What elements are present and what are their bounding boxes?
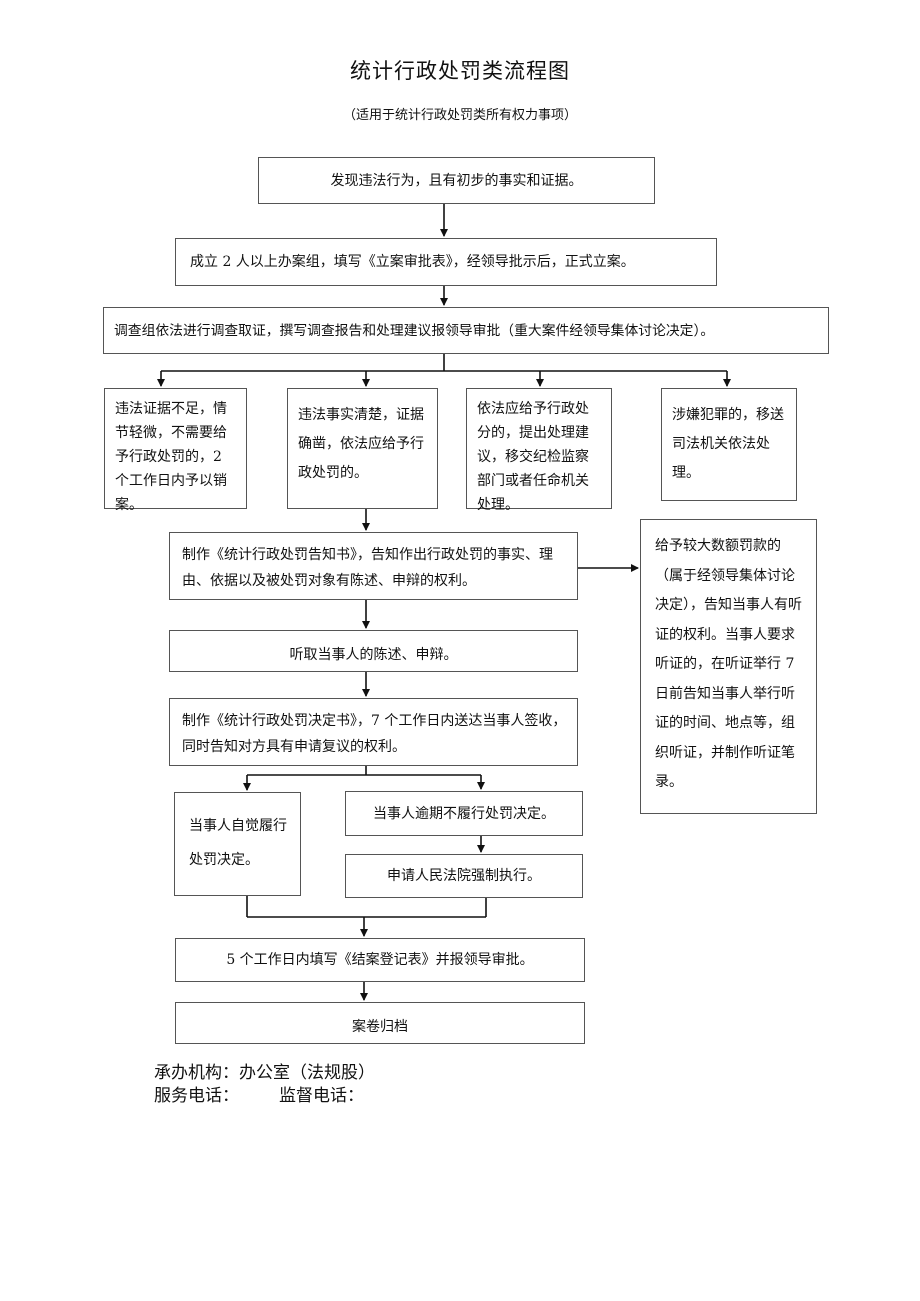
- branch-discipline: 依法应给予行政处分的，提出处理建议，移交纪检监察部门或者任命机关处理。: [466, 388, 612, 513]
- step-close-text: 5 个工作日内填写《结案登记表》并报领导审批。: [226, 952, 534, 968]
- supervise-phone-label: 监督电话：: [279, 1086, 364, 1106]
- step-archive: 案卷归档: [175, 1002, 585, 1044]
- step-enforce: 申请人民法院强制执行。: [345, 854, 583, 898]
- service-phone-label: 服务电话：: [154, 1086, 239, 1106]
- step-hearing-side-text: 给予较大数额罚款的（属于经领导集体讨论决定），告知当事人有听证的权利。当事人要求…: [655, 538, 802, 790]
- step-listen: 听取当事人的陈述、申辩。: [169, 630, 578, 672]
- step-file-case: 成立 2 人以上办案组，填写《立案审批表》，经领导批示后，正式立案。: [175, 238, 717, 286]
- agency-label: 承办机构：: [154, 1063, 239, 1083]
- page-title: 统计行政处罚类流程图: [350, 59, 570, 83]
- step-investigate-text: 调查组依法进行调查取证，撰写调查报告和处理建议报领导审批（重大案件经领导集体讨论…: [114, 322, 715, 339]
- step-file-case-text: 成立 2 人以上办案组，填写《立案审批表》，经领导批示后，正式立案。: [190, 254, 635, 270]
- step-investigate: 调查组依法进行调查取证，撰写调查报告和处理建议报领导审批（重大案件经领导集体讨论…: [103, 307, 829, 354]
- branch-discipline-text: 依法应给予行政处分的，提出处理建议，移交纪检监察部门或者任命机关处理。: [477, 401, 589, 513]
- branch-clear: 违法事实清楚，证据确凿，依法应给予行政处罚的。: [287, 388, 438, 509]
- step-overdue-text: 当事人逾期不履行处罚决定。: [373, 805, 555, 822]
- step-decision-text: 制作《统计行政处罚决定书》，7 个工作日内送达当事人签收，同时告知对方具有申请复…: [182, 713, 567, 755]
- step-discover: 发现违法行为，且有初步的事实和证据。: [258, 157, 655, 204]
- step-listen-text: 听取当事人的陈述、申辩。: [289, 647, 458, 663]
- step-discover-text: 发现违法行为，且有初步的事实和证据。: [330, 172, 583, 189]
- step-close: 5 个工作日内填写《结案登记表》并报领导审批。: [175, 938, 585, 982]
- agency-value: 办公室（法规股）: [239, 1063, 375, 1083]
- step-comply-text: 当事人自觉履行处罚决定。: [189, 818, 287, 868]
- branch-crime: 涉嫌犯罪的，移送司法机关依法处理。: [661, 388, 797, 501]
- footer-info: 承办机构：办公室（法规股） 服务电话： 监督电话：: [154, 1062, 379, 1108]
- branch-insufficient-text: 违法证据不足，情节轻微，不需要给予行政处罚的，2 个工作日内予以销案。: [115, 401, 227, 513]
- agency-row: 承办机构：办公室（法规股）: [154, 1062, 379, 1085]
- step-notice-text: 制作《统计行政处罚告知书》，告知作出行政处罚的事实、理由、依据以及被处罚对象有陈…: [182, 547, 553, 589]
- step-enforce-text: 申请人民法院强制执行。: [387, 868, 541, 884]
- branch-insufficient: 违法证据不足，情节轻微，不需要给予行政处罚的，2 个工作日内予以销案。: [104, 388, 247, 513]
- step-comply: 当事人自觉履行处罚决定。: [174, 792, 301, 896]
- step-archive-text: 案卷归档: [352, 1019, 408, 1035]
- step-decision: 制作《统计行政处罚决定书》，7 个工作日内送达当事人签收，同时告知对方具有申请复…: [169, 698, 578, 766]
- step-hearing-side: 给予较大数额罚款的（属于经领导集体讨论决定），告知当事人有听证的权利。当事人要求…: [640, 519, 817, 814]
- step-notice: 制作《统计行政处罚告知书》，告知作出行政处罚的事实、理由、依据以及被处罚对象有陈…: [169, 532, 578, 600]
- phone-row: 服务电话： 监督电话：: [154, 1085, 379, 1108]
- step-overdue: 当事人逾期不履行处罚决定。: [345, 791, 583, 836]
- branch-crime-text: 涉嫌犯罪的，移送司法机关依法处理。: [672, 407, 784, 481]
- branch-clear-text: 违法事实清楚，证据确凿，依法应给予行政处罚的。: [298, 407, 424, 481]
- page-subtitle: （适用于统计行政处罚类所有权力事项）: [342, 108, 577, 123]
